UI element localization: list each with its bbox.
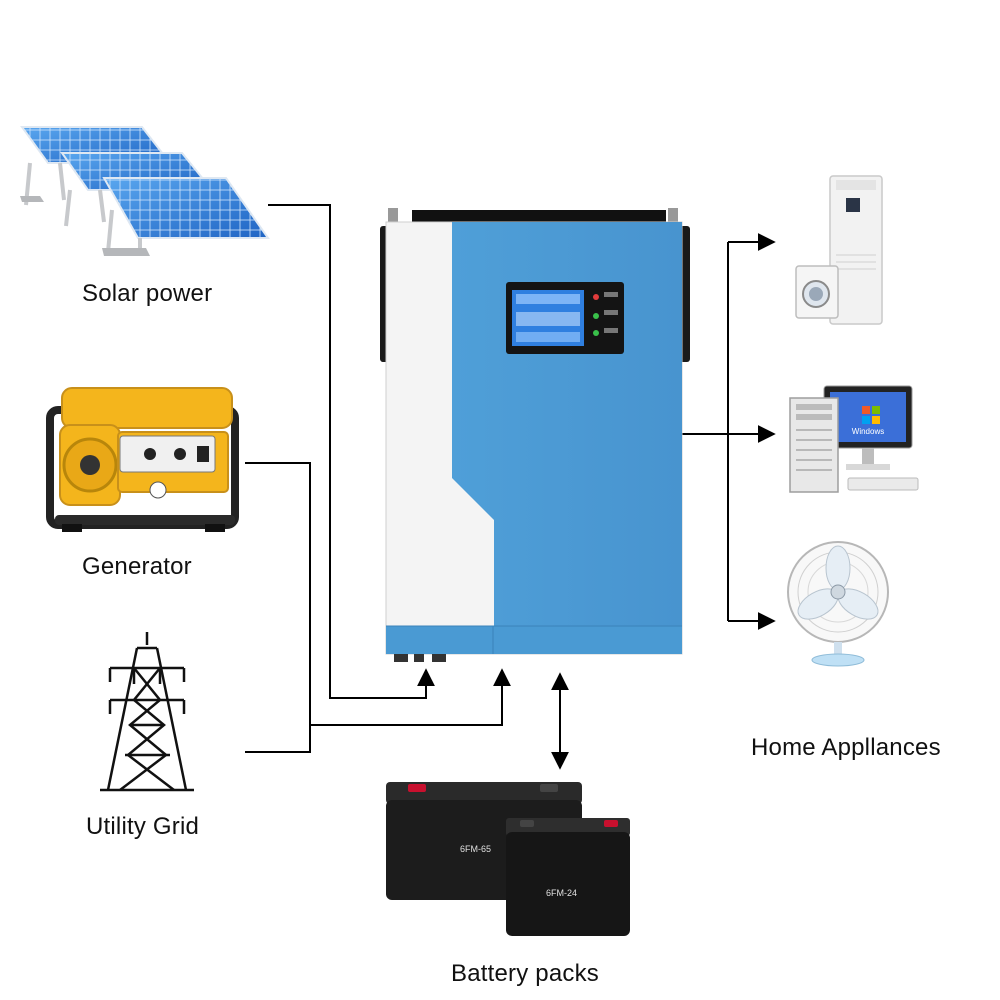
small-battery-model: 6FM-24: [546, 888, 577, 898]
windows-screen-text: Windows: [852, 427, 884, 436]
solar-connection-line: [268, 204, 435, 699]
washing-machine-icon: [795, 265, 839, 319]
battery-packs-label: Battery packs: [451, 960, 599, 987]
solar-panel-icon: [20, 126, 270, 256]
transmission-tower-icon: [100, 632, 194, 792]
generator-icon: [46, 387, 239, 532]
large-battery-model: 6FM-65: [460, 844, 491, 854]
home-appliances-label: Home Appllances: [751, 734, 941, 761]
solar-power-label: Solar power: [82, 280, 213, 307]
air-conditioner-icon: [829, 175, 883, 325]
utility-grid-label: Utility Grid: [86, 813, 200, 840]
battery-icon: 6FM-65 6FM-24: [386, 782, 630, 936]
connection-lines: [245, 204, 776, 770]
computer-icon: Windows: [789, 385, 919, 493]
fan-icon: [787, 541, 889, 667]
generator-label: Generator: [82, 553, 192, 580]
grid-connection-line: [245, 725, 311, 753]
inverter-icon: [380, 208, 690, 662]
